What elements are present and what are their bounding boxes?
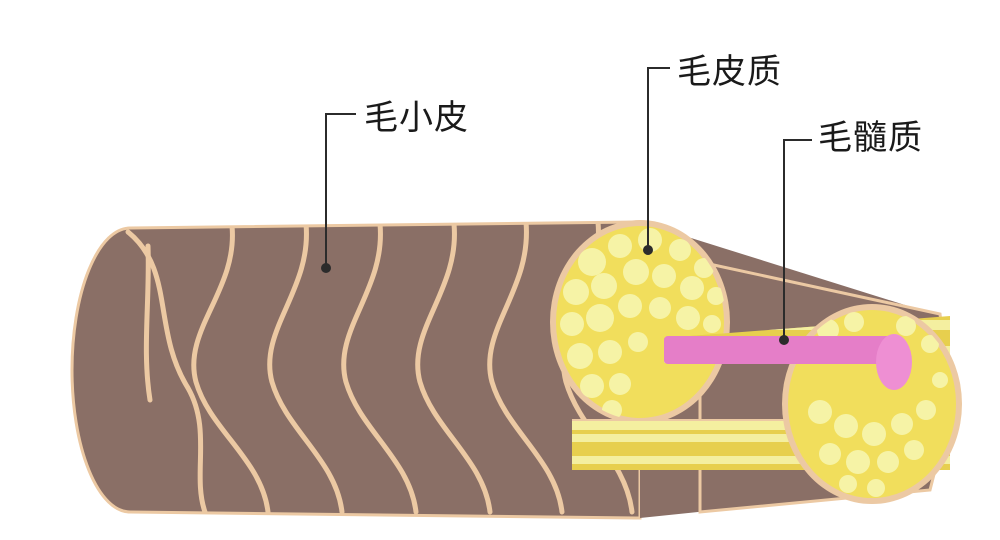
cortex-leader <box>647 67 670 250</box>
cortex-cells <box>560 228 725 420</box>
medulla-leader <box>783 139 812 340</box>
medulla-core <box>664 336 894 364</box>
medulla-end <box>876 334 912 390</box>
cuticle-leader <box>325 113 356 268</box>
cortex-label: 毛皮质 <box>677 52 782 92</box>
cuticle-label: 毛小皮 <box>364 98 469 138</box>
leader-lines <box>325 67 812 340</box>
medulla <box>664 334 912 390</box>
cortex-cross-section <box>550 220 730 424</box>
cuticle-layer <box>70 220 642 520</box>
medulla-label: 毛髓质 <box>818 118 923 158</box>
cortex-end-cap <box>782 304 962 504</box>
cuticle-body <box>70 220 642 520</box>
